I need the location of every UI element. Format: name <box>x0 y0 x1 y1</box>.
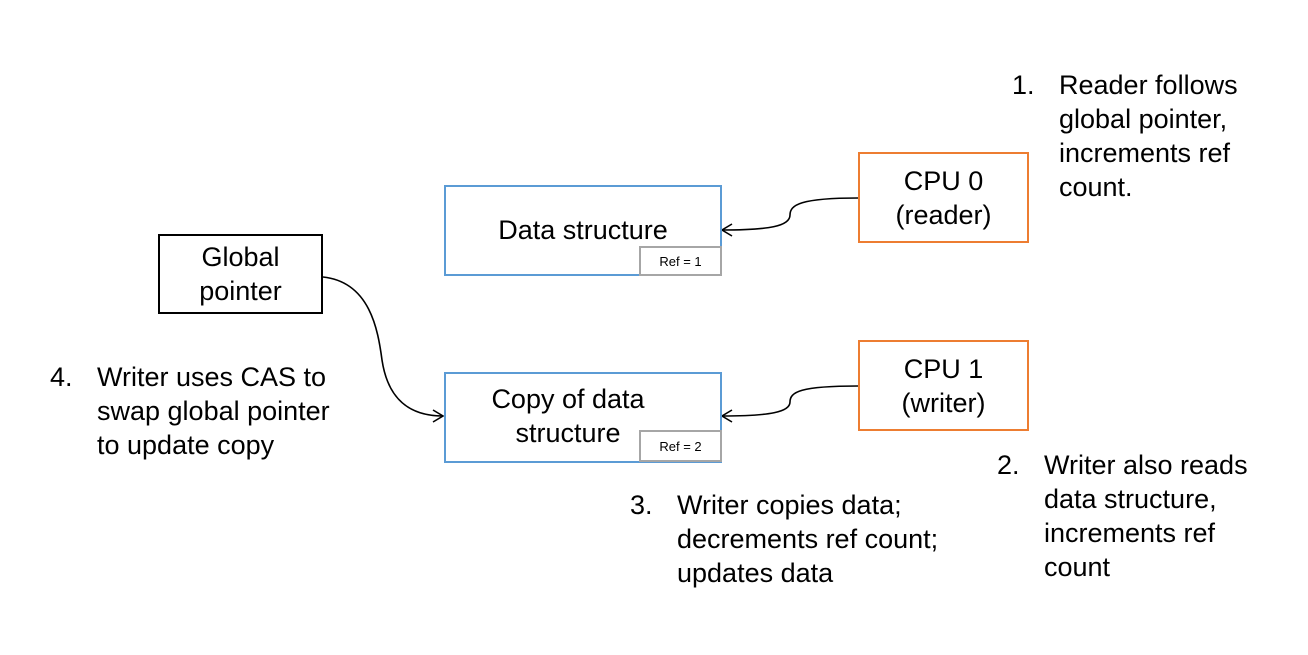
note-4-line-2: swap global pointer <box>97 396 330 426</box>
cpu0-box: CPU 0 (reader) <box>858 152 1029 243</box>
data-structure-ref-label: Ref = 1 <box>659 253 702 269</box>
note-3-line-3: updates data <box>677 558 834 588</box>
note-4-line-3: to update copy <box>97 430 275 460</box>
note-2-line-2: data structure, <box>1044 484 1217 514</box>
note-2-line-1: Writer also reads <box>1044 450 1248 480</box>
cpu1-to-copy-arrow <box>720 385 859 423</box>
cpu0-to-data-arrow <box>720 197 859 237</box>
copy-line-1: Copy of data <box>491 383 645 414</box>
cpu0-line-1: CPU 0 <box>903 165 984 196</box>
cpu1-line-1: CPU 1 <box>903 353 984 384</box>
copy-ref-label: Ref = 2 <box>659 438 702 454</box>
global-pointer-line-1: Global <box>201 242 280 272</box>
data-structure-ref-count: Ref = 1 <box>639 246 722 276</box>
data-structure-label: Data structure <box>498 214 668 245</box>
note-2: 2. Writer also reads data structure, inc… <box>997 448 1248 584</box>
note-3-number: 3. <box>630 490 653 520</box>
copy-line-2: structure <box>515 417 621 448</box>
note-4: 4. Writer uses CAS to swap global pointe… <box>50 360 330 462</box>
note-1-line-1: Reader follows <box>1059 70 1238 100</box>
cpu1-box: CPU 1 (writer) <box>858 340 1029 431</box>
note-2-line-3: increments ref <box>1044 518 1216 548</box>
cpu0-line-2: (reader) <box>895 199 992 230</box>
copy-ref-count: Ref = 2 <box>639 430 722 462</box>
note-1: 1. Reader follows global pointer, increm… <box>1012 68 1238 204</box>
note-2-number: 2. <box>997 450 1020 480</box>
note-4-line-1: Writer uses CAS to <box>97 362 327 392</box>
cpu1-line-2: (writer) <box>901 387 986 418</box>
note-1-line-3: increments ref <box>1059 138 1231 168</box>
note-1-line-2: global pointer, <box>1059 104 1228 134</box>
note-3-line-2: decrements ref count; <box>677 524 939 554</box>
note-4-number: 4. <box>50 362 73 392</box>
note-1-line-4: count. <box>1059 172 1133 202</box>
global-pointer-line-2: pointer <box>199 276 282 306</box>
note-3-line-1: Writer copies data; <box>677 490 902 520</box>
note-3: 3. Writer copies data; decrements ref co… <box>630 488 938 590</box>
global-pointer-box: Global pointer <box>158 234 323 314</box>
note-2-line-4: count <box>1044 552 1111 582</box>
note-1-number: 1. <box>1012 70 1035 100</box>
global-to-copy-arrow <box>322 276 445 423</box>
